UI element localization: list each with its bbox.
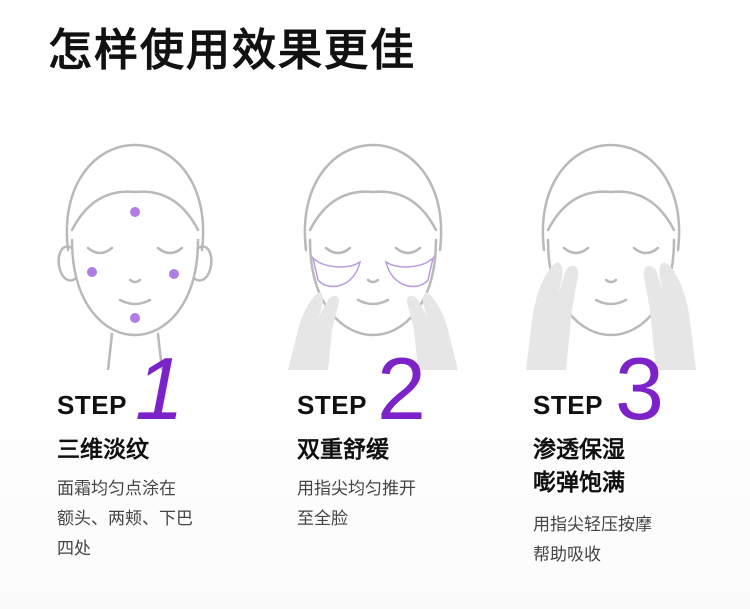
dot-chin xyxy=(130,313,140,323)
step-label: STEP xyxy=(533,390,603,420)
desc-line: 用指尖均匀推开 xyxy=(297,479,416,499)
desc-line: 四处 xyxy=(57,539,91,559)
step-name-line: 三维淡纹 xyxy=(57,437,149,463)
dot-forehead xyxy=(130,207,140,217)
step-number: 2 xyxy=(377,339,426,438)
page-title: 怎样使用效果更佳 xyxy=(48,25,416,76)
step-name-line: 渗透保湿 xyxy=(533,437,625,463)
step-name-line: 嘭弹饱满 xyxy=(533,470,625,496)
step-heading-2: STEP 2 xyxy=(297,345,447,435)
dot-left-cheek xyxy=(87,267,97,277)
face-illustration-step-1 xyxy=(50,130,220,370)
desc-line: 额头、两颊、下巴 xyxy=(57,509,193,529)
desc-line: 帮助吸收 xyxy=(533,545,601,565)
desc-line: 用指尖轻压按摩 xyxy=(533,515,652,535)
desc-line: 至全脸 xyxy=(297,509,348,529)
face-illustration-step-3 xyxy=(526,130,696,370)
step-heading-1: STEP 1 xyxy=(57,345,187,435)
step-label: STEP xyxy=(57,390,127,420)
step-desc-3: 用指尖轻压按摩 帮助吸收 xyxy=(533,510,652,570)
step-number: 3 xyxy=(615,339,664,438)
step-name-line: 双重舒缓 xyxy=(297,437,389,463)
step-desc-2: 用指尖均匀推开 至全脸 xyxy=(297,474,416,534)
dot-right-cheek xyxy=(169,269,179,279)
step-name-1: 三维淡纹 xyxy=(57,434,149,467)
step-desc-1: 面霜均匀点涂在 额头、两颊、下巴 四处 xyxy=(57,474,193,564)
step-name-2: 双重舒缓 xyxy=(297,434,389,467)
step-heading-3: STEP 3 xyxy=(533,345,683,435)
step-label: STEP xyxy=(297,390,367,420)
desc-line: 面霜均匀点涂在 xyxy=(57,479,176,499)
step-number: 1 xyxy=(135,339,184,438)
face-illustration-step-2 xyxy=(288,130,458,370)
step-name-3: 渗透保湿 嘭弹饱满 xyxy=(533,434,625,500)
